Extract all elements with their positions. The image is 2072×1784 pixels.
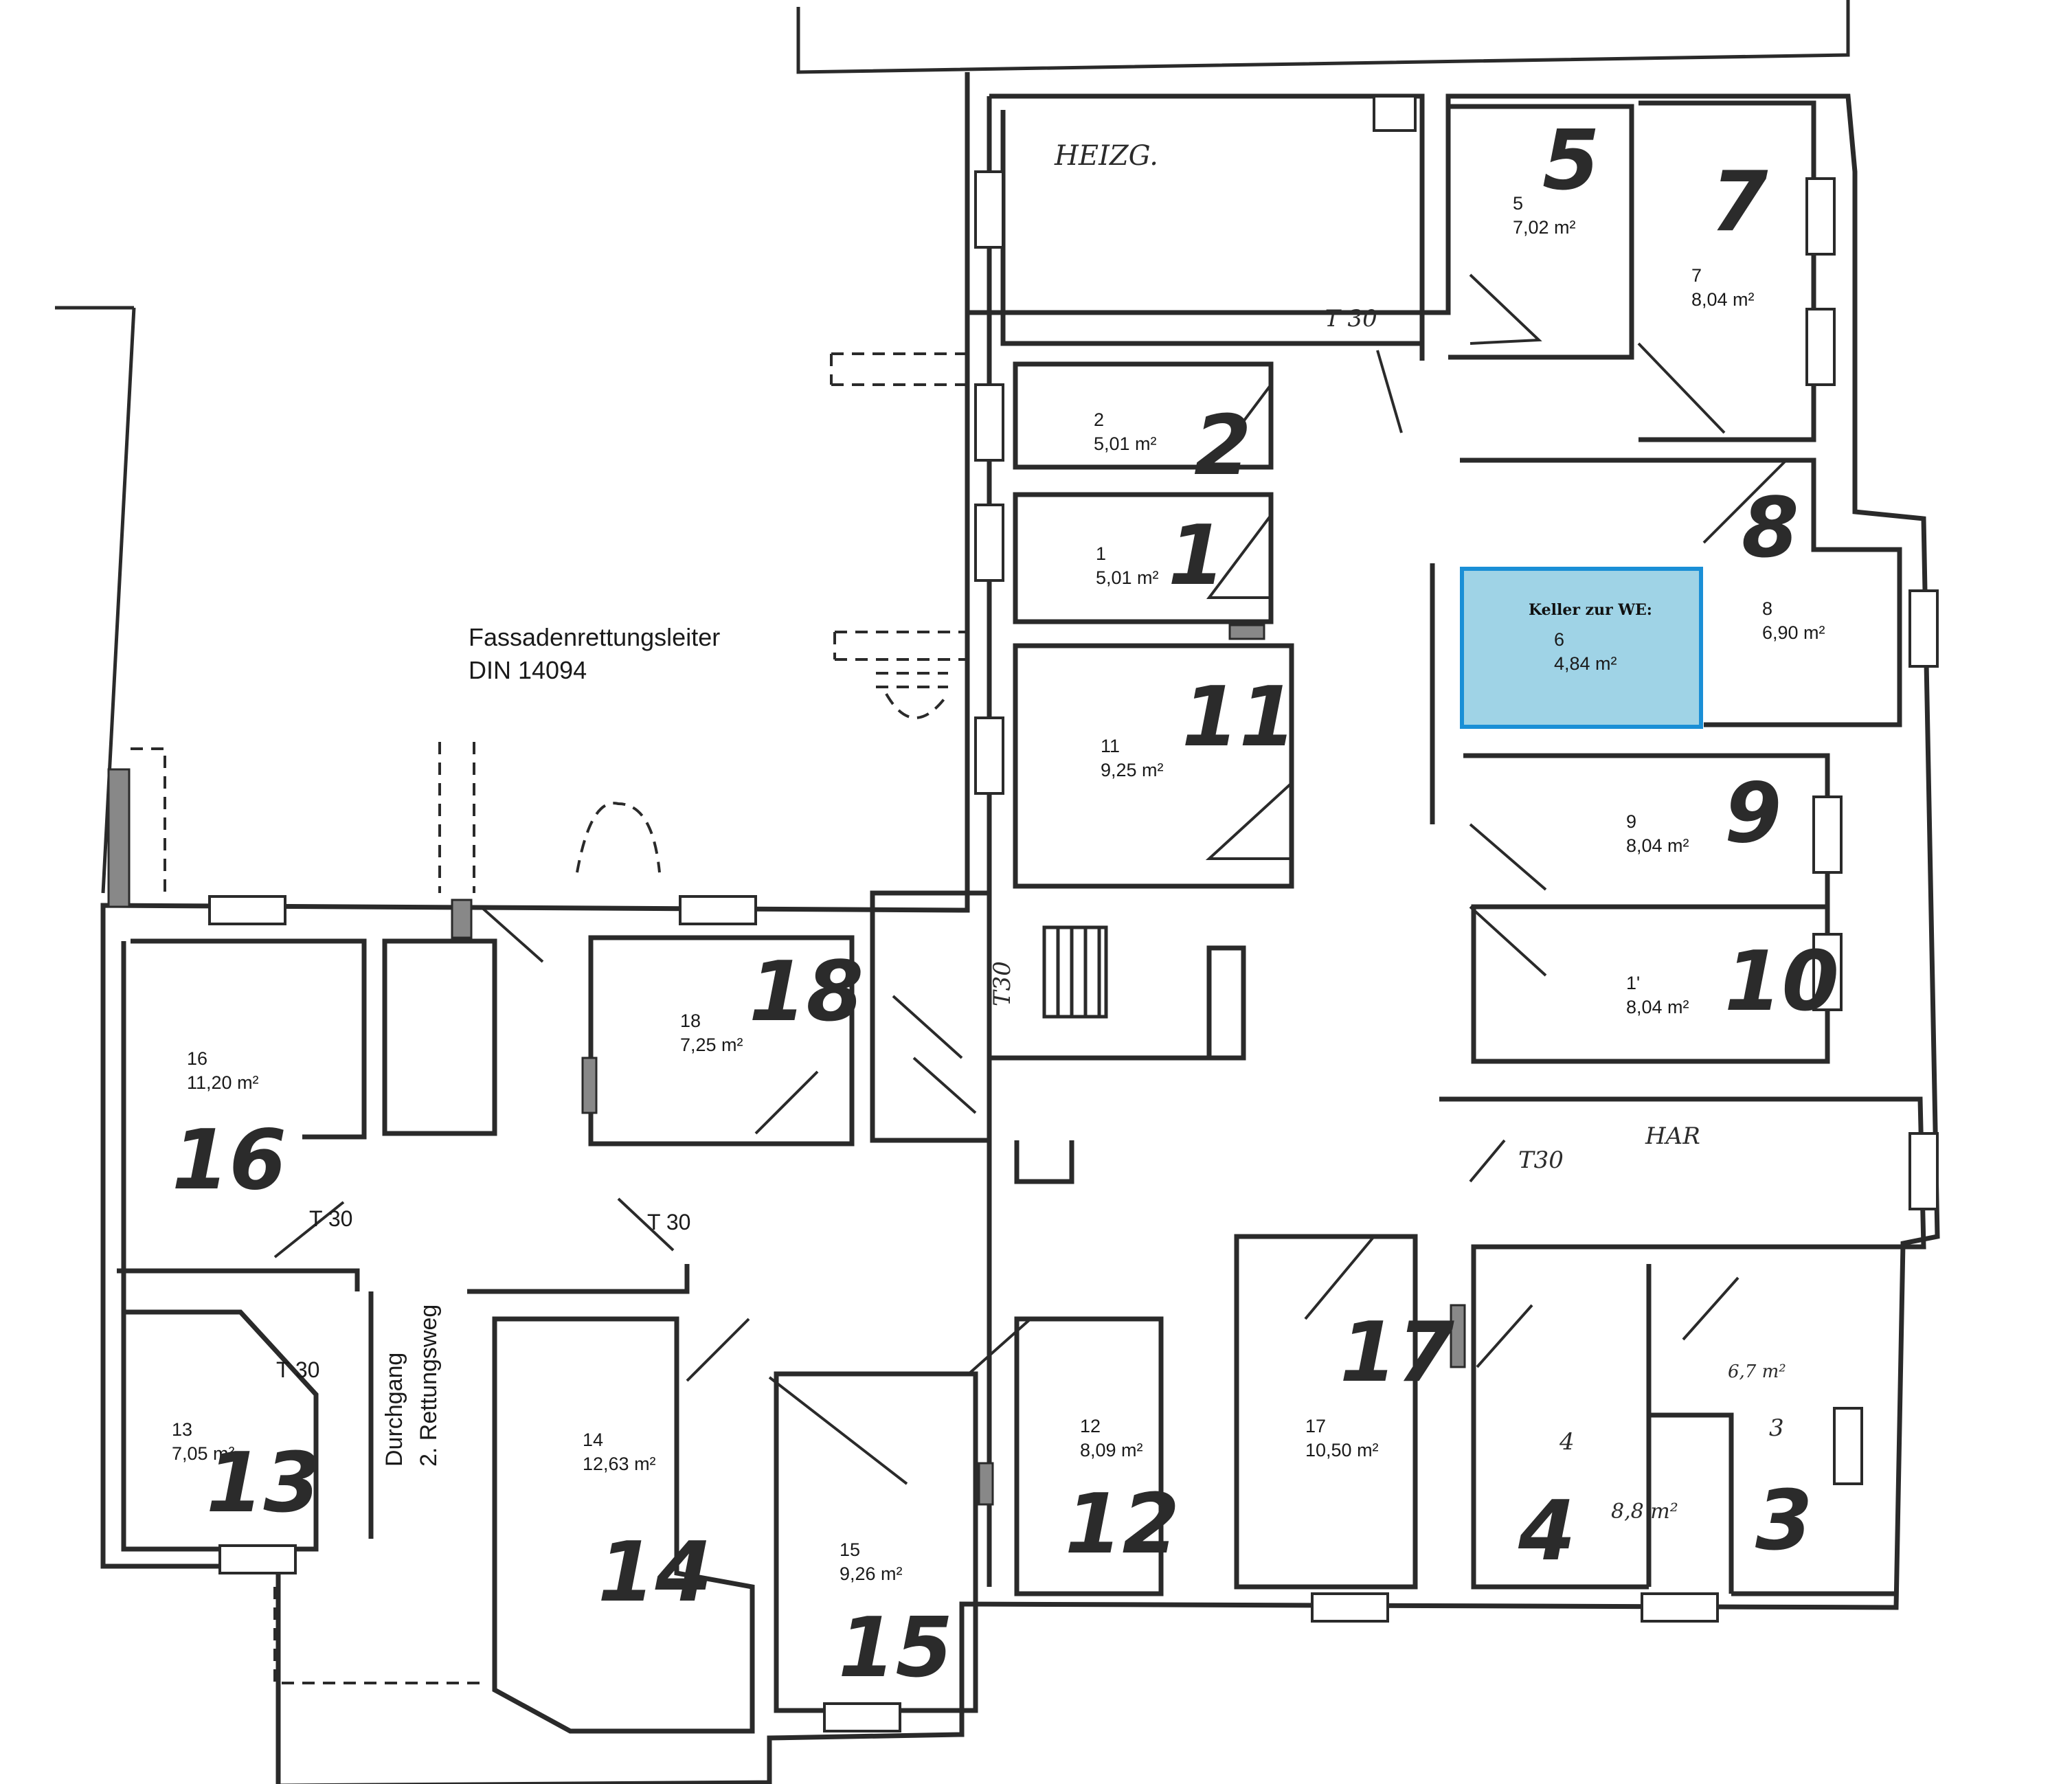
t30-handwritten-1: T 30 <box>1325 305 1377 332</box>
big-number-3: 3 <box>1755 1474 1813 1569</box>
t30-label-c: T 30 <box>276 1357 319 1382</box>
room-7-number: 7 <box>1691 265 1702 286</box>
t30-label-b: T 30 <box>647 1210 690 1234</box>
stair-block <box>870 890 1246 1184</box>
room-15-number: 15 <box>840 1539 860 1560</box>
big-number-9: 9 <box>1724 766 1782 861</box>
room-1-area: 5,01 m² <box>1096 567 1159 588</box>
ladder-label-line2: DIN 14094 <box>469 656 587 684</box>
room-8-area: 6,90 m² <box>1762 622 1825 643</box>
room-17-number: 17 <box>1305 1416 1326 1436</box>
big-number-15: 15 <box>838 1601 953 1696</box>
keller-highlight[interactable]: Keller zur WE: <box>1460 567 1703 729</box>
room-10-number: 1' <box>1626 973 1640 993</box>
handwritten-numbers: 5 7 2 1 11 8 9 10 18 16 13 14 15 12 17 4… <box>172 113 1839 1696</box>
room-3-handwritten-number: 3 <box>1769 1414 1784 1442</box>
room-9-number: 9 <box>1626 811 1636 832</box>
big-number-4: 4 <box>1518 1484 1576 1579</box>
room-18-number: 18 <box>680 1010 701 1031</box>
room-12-area: 8,09 m² <box>1080 1440 1143 1460</box>
keller-highlight-box[interactable] <box>1460 567 1703 729</box>
room-4-handwritten-area: 8,8 m² <box>1611 1500 1678 1524</box>
room-6-number: 6 <box>1554 629 1564 650</box>
room-2-area: 5,01 m² <box>1094 433 1157 454</box>
ladder-elements <box>131 352 967 1684</box>
room-16-area: 11,20 m² <box>187 1072 259 1093</box>
windows <box>208 95 1939 1732</box>
room-8-number: 8 <box>1762 598 1772 619</box>
room-16-number: 16 <box>187 1048 207 1069</box>
ladder-label-line1: Fassadenrettungsleiter <box>469 623 720 651</box>
big-number-18: 18 <box>749 945 864 1040</box>
printed-annotations: Fassadenrettungsleiter DIN 14094 T 30 T … <box>276 623 720 1467</box>
passage-label-line2: 2. Rettungsweg <box>416 1305 442 1467</box>
big-number-7: 7 <box>1711 155 1768 250</box>
har-label: HAR <box>1645 1122 1700 1150</box>
room-7-area: 8,04 m² <box>1691 289 1755 310</box>
t30-label-a: T 30 <box>309 1206 352 1231</box>
room-2-number: 2 <box>1094 409 1104 430</box>
hatched-elements <box>107 624 1466 1506</box>
heizg-label: HEIZG. <box>1054 140 1158 172</box>
room-10-area: 8,04 m² <box>1626 997 1689 1017</box>
handwritten-annotations: HEIZG. HAR T 30 T30 T30 4 8,8 m² 6,7 m² … <box>989 140 1786 1524</box>
big-number-14: 14 <box>598 1525 712 1621</box>
big-number-1: 1 <box>1168 508 1226 604</box>
big-number-2: 2 <box>1194 398 1252 494</box>
room-3-handwritten-area: 6,7 m² <box>1728 1362 1786 1382</box>
room-6-area: 4,84 m² <box>1554 653 1617 674</box>
big-number-12: 12 <box>1065 1477 1180 1572</box>
big-number-13: 13 <box>206 1436 321 1531</box>
room-9-area: 8,04 m² <box>1626 835 1689 856</box>
t30-handwritten-2: T30 <box>1518 1147 1564 1174</box>
room-18-area: 7,25 m² <box>680 1035 743 1055</box>
room-labels: 5 7,02 m² 7 8,04 m² 2 5,01 m² 1 5,01 m² … <box>172 193 1825 1584</box>
west-block <box>117 935 1418 1734</box>
room-4-handwritten-number: 4 <box>1559 1428 1575 1456</box>
room-12-number: 12 <box>1080 1416 1101 1436</box>
keller-title: Keller zur WE: <box>1529 601 1652 619</box>
big-number-10: 10 <box>1724 934 1839 1030</box>
room-11-number: 11 <box>1101 736 1120 756</box>
big-number-16: 16 <box>172 1113 286 1208</box>
passage-label-line1: Durchgang <box>381 1353 407 1467</box>
big-number-11: 11 <box>1182 670 1296 765</box>
room-14-area: 12,63 m² <box>583 1454 656 1474</box>
t30-handwritten-3: T30 <box>989 961 1016 1006</box>
room-17-area: 10,50 m² <box>1305 1440 1379 1460</box>
room-15-area: 9,26 m² <box>840 1563 903 1584</box>
exterior-walls <box>100 72 1940 1784</box>
big-number-5: 5 <box>1542 113 1600 209</box>
big-number-8: 8 <box>1742 481 1799 576</box>
north-block <box>1000 100 1926 1596</box>
room-13-number: 13 <box>172 1419 192 1440</box>
room-11-area: 9,25 m² <box>1101 760 1164 780</box>
big-number-17: 17 <box>1340 1305 1454 1401</box>
room-5-number: 5 <box>1513 193 1523 214</box>
room-14-number: 14 <box>583 1430 603 1450</box>
room-5-area: 7,02 m² <box>1513 217 1576 238</box>
room-1-number: 1 <box>1096 543 1106 564</box>
room-13-area: 7,05 m² <box>172 1443 235 1464</box>
